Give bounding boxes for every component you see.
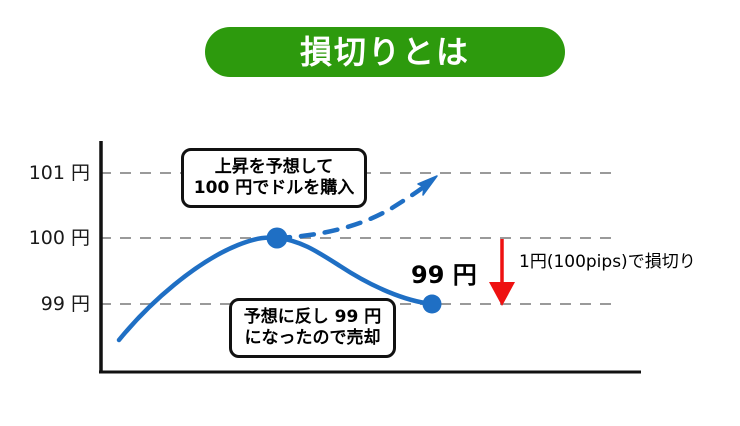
stoploss-annotation-label: 1円(100pips)で損切り bbox=[519, 252, 696, 272]
price-line-expected bbox=[274, 180, 432, 241]
marker-exit-label: 99 円 bbox=[411, 261, 477, 289]
y-axis-label-99: 99 円 bbox=[40, 293, 90, 315]
y-axis-label-100: 100 円 bbox=[28, 227, 90, 249]
expected-arrowhead-icon bbox=[417, 175, 438, 196]
page-title: 損切りとは bbox=[299, 33, 470, 71]
y-axis-label-101: 101 円 bbox=[28, 162, 90, 184]
callout-buy: 上昇を予想して 100 円でドルを購入 bbox=[181, 148, 367, 208]
axes bbox=[99, 141, 641, 374]
callout-sell: 予想に反し 99 円 になったので売却 bbox=[229, 298, 396, 358]
callout-buy-line2: 100 円でドルを購入 bbox=[193, 178, 355, 198]
stoploss-arrow-icon bbox=[489, 239, 515, 306]
marker-entry-dot bbox=[266, 227, 288, 249]
callout-sell-line1: 予想に反し 99 円 bbox=[243, 307, 382, 328]
stoploss-arrow-head bbox=[489, 282, 515, 306]
callout-sell-line2: になったので売却 bbox=[244, 328, 381, 348]
callout-buy-line1: 上昇を予想して bbox=[214, 157, 334, 178]
title-banner: 損切りとは bbox=[205, 27, 565, 77]
marker-exit-dot bbox=[422, 294, 442, 314]
